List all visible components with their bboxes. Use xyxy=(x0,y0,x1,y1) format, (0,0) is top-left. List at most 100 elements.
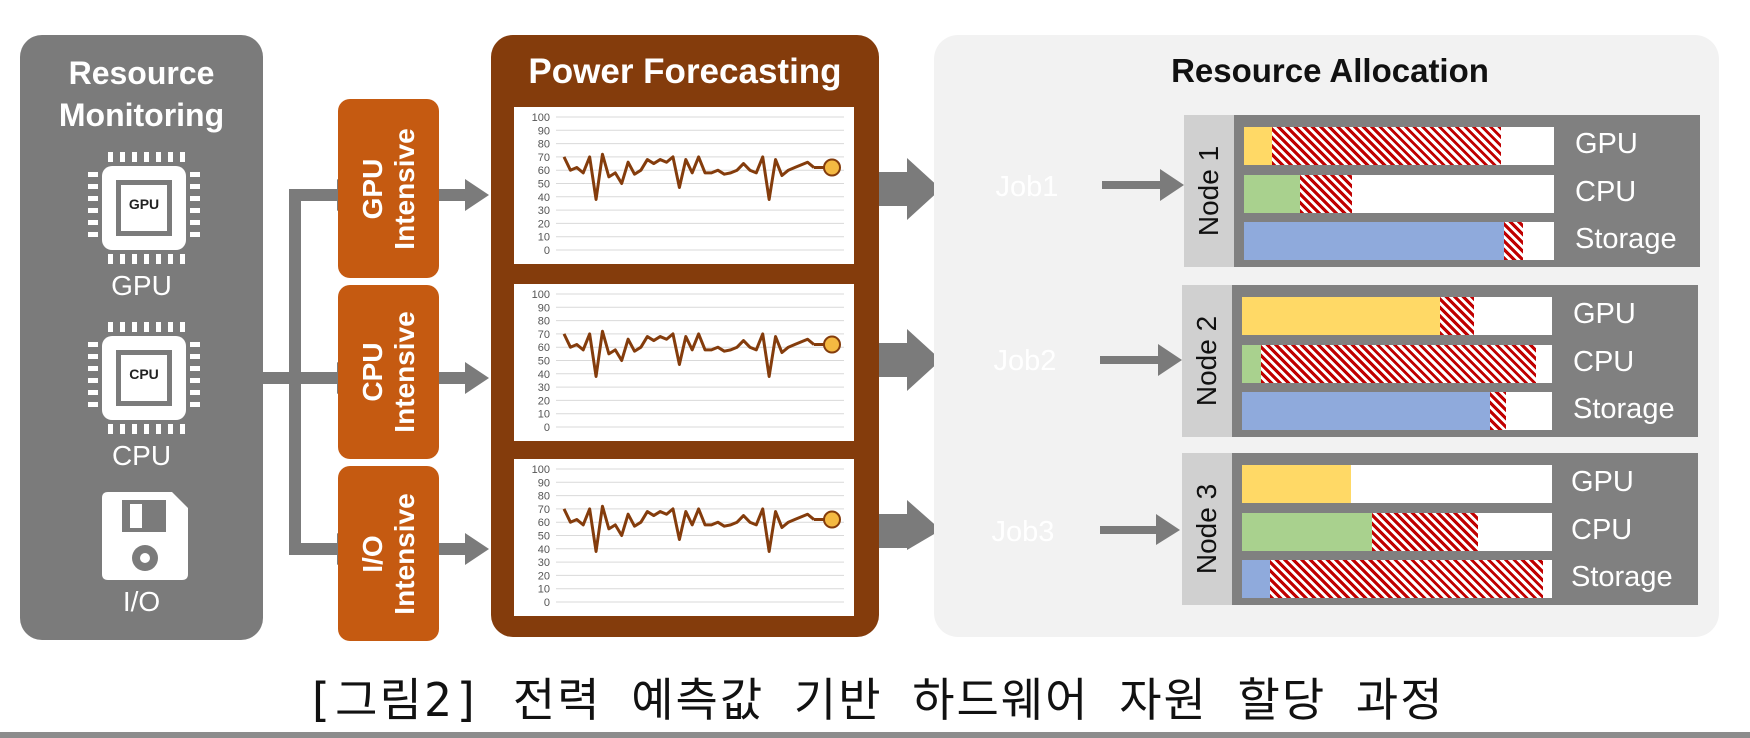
gpu-intensive-box: GPU Intensive xyxy=(338,99,439,278)
monitoring-title-line1: Resource xyxy=(68,55,215,91)
y-tick-label: 100 xyxy=(532,112,550,124)
node1-cpu-label: CPU xyxy=(1575,176,1637,208)
forecast-to-job-arrows xyxy=(879,158,941,550)
node1-cpu-bar xyxy=(1244,175,1554,213)
power-series-line xyxy=(562,504,815,553)
node1-label: Node 1 xyxy=(1193,145,1224,237)
io-intensive-line1: I/O xyxy=(356,534,388,573)
gpu-chip-text: GPU xyxy=(128,196,160,212)
forecast-point xyxy=(823,335,841,354)
y-tick-label: 70 xyxy=(538,329,550,341)
node3-gpu-label: GPU xyxy=(1571,466,1634,498)
floppy-disk-icon xyxy=(100,490,190,582)
power-series-line xyxy=(562,329,815,378)
node1-storage-bar xyxy=(1244,222,1554,260)
power-forecasting-title: Power Forecasting xyxy=(528,52,842,91)
node3-cpu-label: CPU xyxy=(1571,514,1633,546)
used-segment xyxy=(1242,560,1270,598)
bottom-divider xyxy=(0,732,1750,738)
job2-box: Job2 xyxy=(950,333,1100,389)
used-segment xyxy=(1244,222,1505,260)
monitoring-title-line2: Monitoring xyxy=(58,97,225,133)
node3-label: Node 3 xyxy=(1191,483,1222,575)
y-tick-label: 50 xyxy=(538,531,550,543)
node2-cpu-label: CPU xyxy=(1573,346,1635,378)
cpu-chip-icon xyxy=(86,320,202,436)
job2-label: Job2 xyxy=(993,344,1057,377)
y-tick-label: 80 xyxy=(538,316,550,328)
node3-storage-label: Storage xyxy=(1571,561,1673,593)
node2-storage-bar xyxy=(1242,392,1552,430)
y-tick-label: 30 xyxy=(538,557,550,569)
predicted-segment xyxy=(1269,560,1543,598)
y-tick-label: 50 xyxy=(538,179,550,191)
node2-gpu-label: GPU xyxy=(1573,298,1636,330)
job3-label: Job3 xyxy=(991,515,1055,548)
used-segment xyxy=(1242,465,1351,503)
y-tick-label: 20 xyxy=(538,218,550,230)
resource-allocation-title: Resource Allocation xyxy=(1171,52,1489,89)
job1-box: Job1 xyxy=(952,159,1102,215)
forecast-point xyxy=(823,510,841,529)
y-tick-label: 100 xyxy=(532,289,550,301)
y-tick-label: 60 xyxy=(538,517,550,529)
y-tick-label: 70 xyxy=(538,504,550,516)
y-tick-label: 10 xyxy=(538,232,550,244)
gpu-intensive-line2: Intensive xyxy=(388,127,420,250)
forecast-point xyxy=(823,158,841,177)
gpu-intensive-line1: GPU xyxy=(356,158,388,219)
monitoring-branch-arrows xyxy=(263,179,489,565)
gpu-device-label: GPU xyxy=(111,270,172,301)
y-tick-label: 40 xyxy=(538,192,550,204)
y-tick-label: 70 xyxy=(538,152,550,164)
y-tick-label: 0 xyxy=(544,245,550,257)
node1-gpu-bar xyxy=(1244,127,1554,165)
used-segment xyxy=(1242,513,1373,551)
used-segment xyxy=(1244,175,1300,213)
y-tick-label: 60 xyxy=(538,165,550,177)
y-tick-label: 90 xyxy=(538,477,550,489)
cpu-device-label: CPU xyxy=(111,440,172,471)
node3-gpu-bar xyxy=(1242,465,1552,503)
y-tick-label: 60 xyxy=(538,342,550,354)
node1-storage-label: Storage xyxy=(1575,223,1677,255)
used-segment xyxy=(1242,345,1261,383)
io-device-label: I/O xyxy=(122,586,161,617)
predicted-segment xyxy=(1372,513,1478,551)
node1-label-box: Node 1 xyxy=(1184,115,1234,267)
resource-monitoring-title: Resource Monitoring xyxy=(20,52,263,136)
predicted-segment xyxy=(1504,222,1523,260)
node2-cpu-bar xyxy=(1242,345,1552,383)
node2-storage-label: Storage xyxy=(1573,393,1675,425)
used-segment xyxy=(1244,127,1272,165)
y-tick-label: 80 xyxy=(538,491,550,503)
y-tick-label: 0 xyxy=(544,422,550,434)
gpu-chip-icon xyxy=(86,150,202,266)
job-to-node-arrows xyxy=(1100,169,1184,545)
y-tick-label: 100 xyxy=(532,464,550,476)
used-segment xyxy=(1242,392,1490,430)
y-tick-label: 20 xyxy=(538,570,550,582)
y-tick-label: 30 xyxy=(538,205,550,217)
y-tick-label: 0 xyxy=(544,597,550,609)
cpu-intensive-box: CPU Intensive xyxy=(338,285,439,459)
y-tick-label: 50 xyxy=(538,356,550,368)
predicted-segment xyxy=(1440,297,1475,335)
predicted-segment xyxy=(1271,127,1502,165)
power-series-line xyxy=(562,152,815,201)
y-tick-label: 40 xyxy=(538,544,550,556)
cpu-intensive-line2: Intensive xyxy=(388,311,420,433)
y-tick-label: 30 xyxy=(538,382,550,394)
predicted-segment xyxy=(1260,345,1537,383)
io-intensive-box: I/O Intensive xyxy=(338,466,439,641)
cpu-chip-text: CPU xyxy=(129,366,159,382)
node2-label-box: Node 2 xyxy=(1182,285,1232,437)
predicted-segment xyxy=(1490,392,1506,430)
job3-box: Job3 xyxy=(948,504,1098,560)
cpu-intensive-line1: CPU xyxy=(356,342,388,402)
